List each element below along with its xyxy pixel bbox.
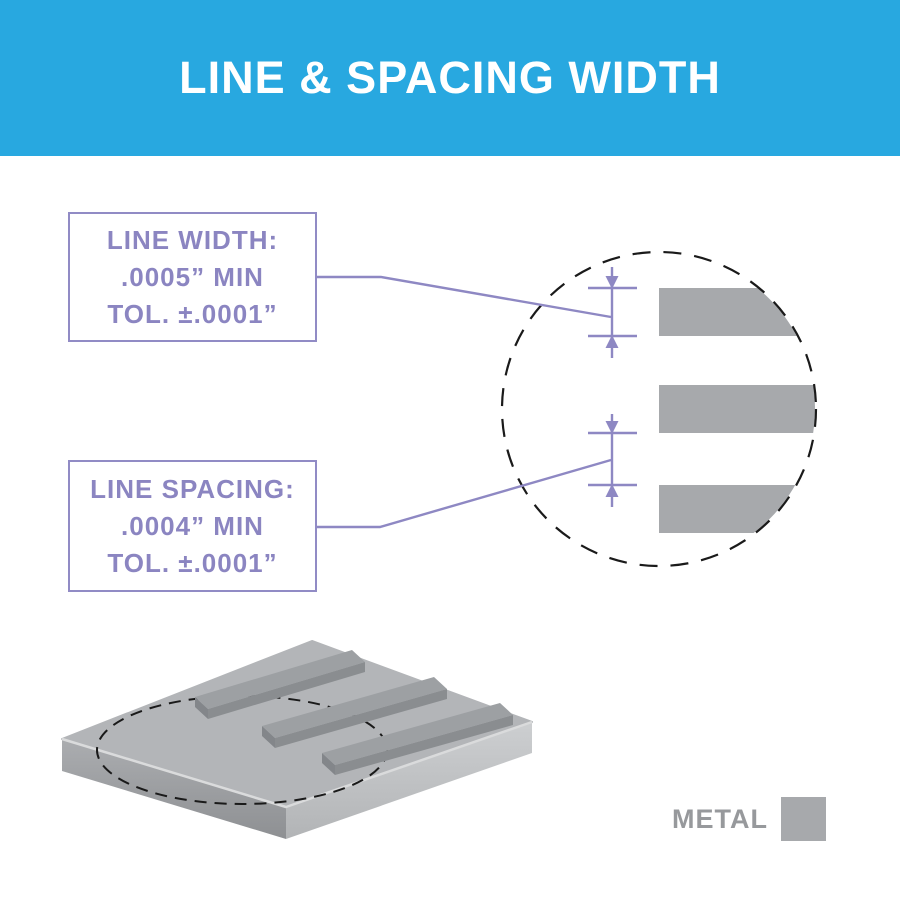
plate-front-bevel — [61, 720, 533, 809]
bar-top-face — [262, 677, 447, 738]
plate-left-face — [62, 739, 286, 839]
callout-line-width-text-1: LINE WIDTH: — [106, 224, 279, 255]
callout-line-spacing-text-1: LINE SPACING: — [90, 473, 295, 504]
detail-metal-bars — [659, 288, 815, 533]
arrow-down-icon — [605, 421, 619, 434]
callout-line-spacing-text-2: .0004” MIN — [121, 510, 264, 541]
callout-line-spacing: LINE SPACING: .0004” MIN TOL. ±.0001” — [68, 460, 317, 592]
arrow-up-icon — [605, 335, 619, 348]
header-banner: LINE & SPACING WIDTH — [0, 0, 900, 156]
bar-end-cap — [195, 697, 208, 719]
detail-circle-outline — [500, 250, 818, 568]
arrow-down-icon — [605, 276, 619, 289]
bar-front-face — [335, 715, 513, 775]
bar-top-face — [195, 650, 365, 709]
bar-front-face — [275, 689, 447, 748]
dimension-line-spacing — [588, 414, 637, 507]
detail-bar-top — [659, 288, 815, 336]
plate-right-face — [286, 722, 532, 839]
page-title: LINE & SPACING WIDTH — [179, 52, 721, 103]
leader-line-spacing — [317, 458, 612, 529]
callout-line-width-text-2: .0005” MIN — [121, 261, 264, 292]
metal-plate-illustration — [61, 640, 533, 839]
detail-region-ellipse — [96, 695, 388, 805]
plate-bar-3 — [322, 703, 513, 775]
bar-front-face — [208, 662, 365, 719]
arrow-up-icon — [605, 484, 619, 497]
callout-line-spacing-text-3: TOL. ±.0001” — [107, 547, 278, 578]
detail-bar-middle — [659, 385, 815, 433]
leader-lines — [317, 275, 612, 529]
plate-bar-2 — [262, 677, 447, 748]
legend: METAL — [672, 796, 826, 842]
plate-bar-1 — [195, 650, 365, 719]
callout-line-width: LINE WIDTH: .0005” MIN TOL. ±.0001” — [68, 212, 317, 342]
callout-line-width-text-3: TOL. ±.0001” — [107, 298, 278, 329]
detail-bar-bottom — [659, 485, 815, 533]
bar-end-cap — [262, 726, 275, 748]
plate-top-face — [61, 640, 533, 808]
leader-line-width — [317, 275, 612, 319]
dimension-line-width — [588, 267, 637, 358]
metal-swatch — [780, 797, 826, 841]
legend-label: METAL — [672, 803, 768, 834]
bar-top-face — [322, 703, 513, 765]
bar-end-cap — [322, 753, 335, 775]
